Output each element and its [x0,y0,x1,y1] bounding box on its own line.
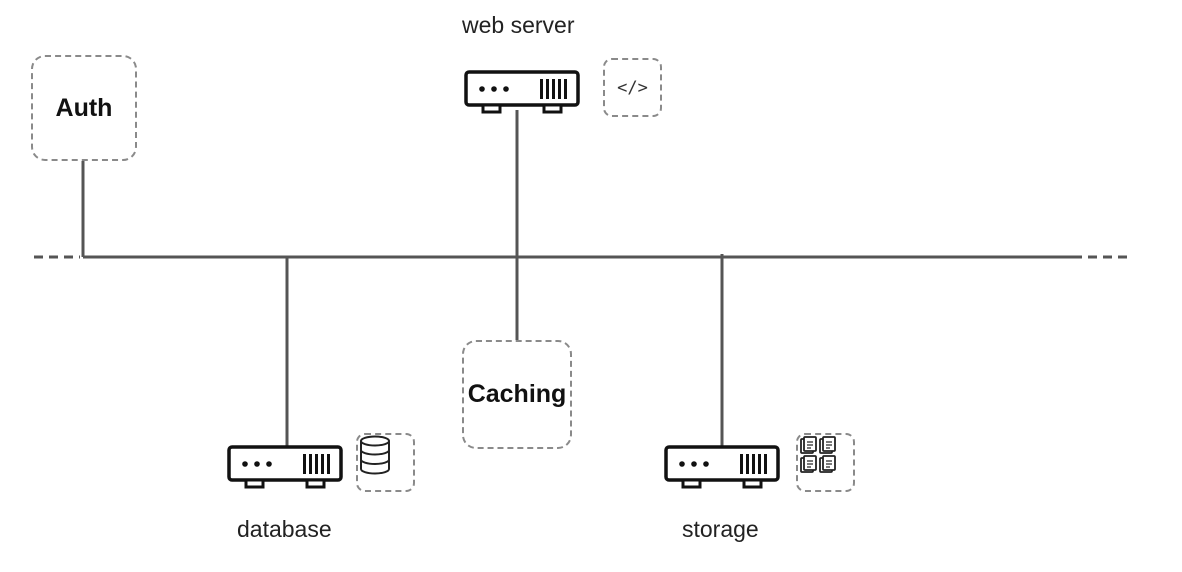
database-label: database [237,516,332,542]
auth-service-box: Auth [31,55,137,161]
database-badge [356,433,415,492]
web-server-badge: </> [603,58,662,117]
caching-label: Caching [467,380,567,408]
documents-icon [800,436,836,473]
caching-service-box: Caching [462,340,572,449]
storage-label: storage [682,516,759,542]
database-icon [360,435,390,475]
database-device-icon [227,445,343,489]
storage-device-icon [664,445,780,489]
code-icon: </> [617,77,648,98]
server-device-icon [464,70,580,114]
web-server-label: web server [462,12,575,38]
storage-badge [796,433,855,492]
auth-label: Auth [55,93,113,122]
